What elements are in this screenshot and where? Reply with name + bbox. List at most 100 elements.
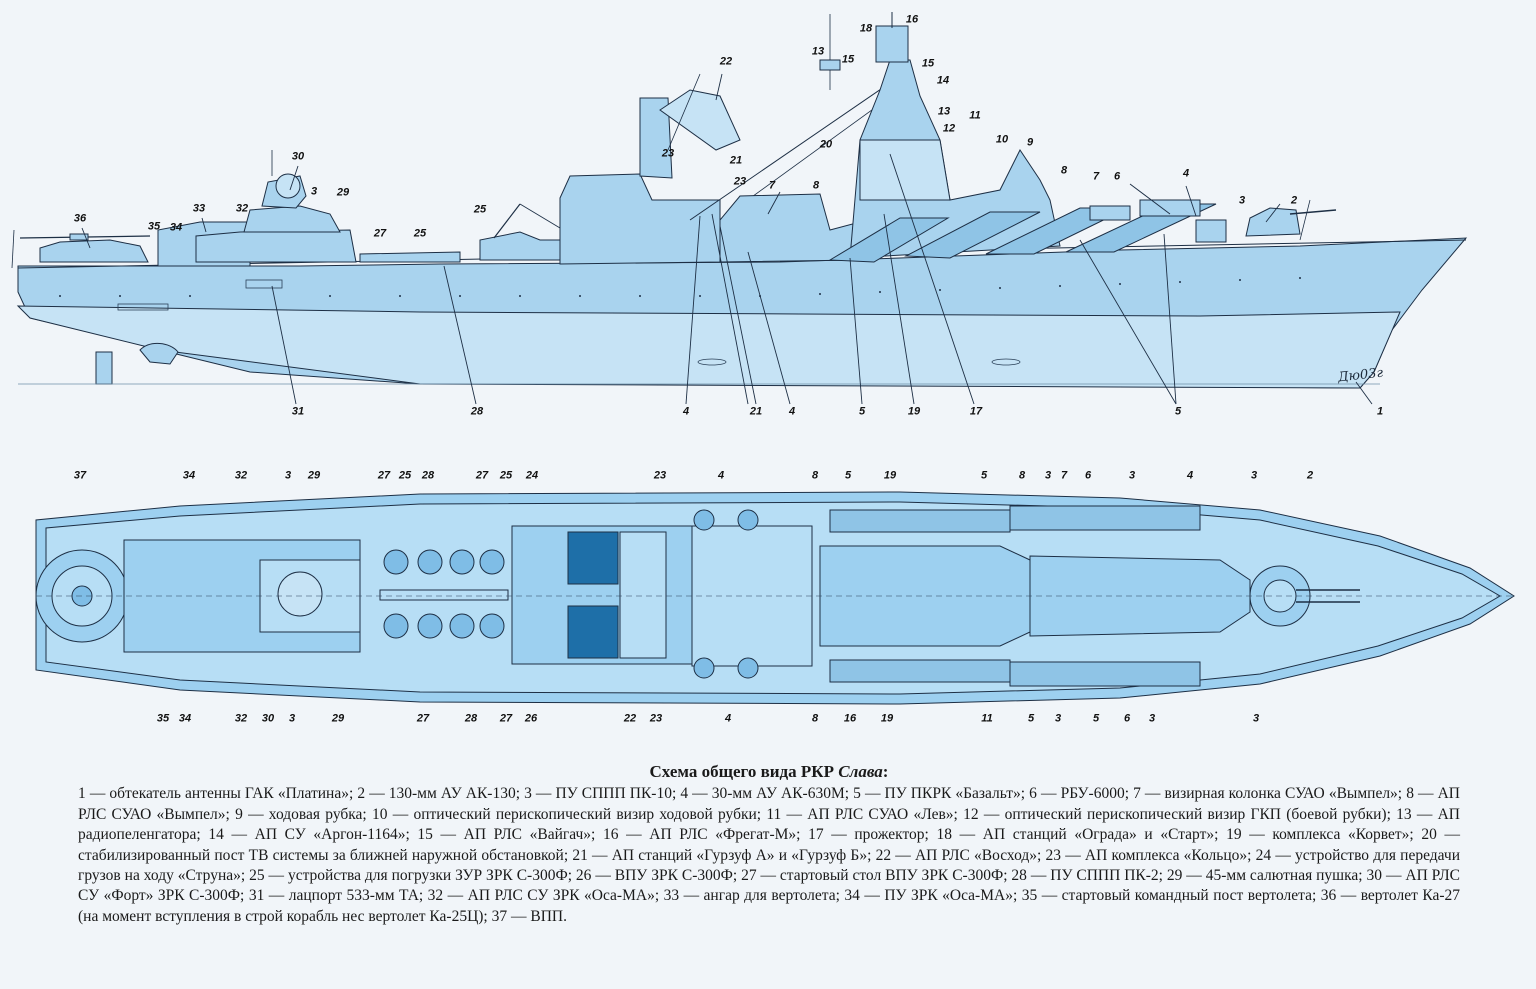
side-callout-7a: 7 — [768, 179, 776, 192]
plan-top-callout-27b: 27 — [475, 469, 489, 482]
side-callout-21b: 21 — [749, 405, 763, 418]
plan-top-callout-8b: 8 — [1018, 469, 1026, 482]
ak130-gun — [1245, 207, 1301, 237]
plan-bottom-callout-5b: 5 — [1092, 712, 1100, 725]
diagram-caption: Схема общего вида РКР Слава: 1 — обтекат… — [78, 762, 1460, 927]
plan-bottom-callout-35: 35 — [156, 712, 170, 725]
side-callout-22: 22 — [719, 55, 733, 68]
side-callout-20: 20 — [819, 138, 833, 151]
plan-bottom-callout-4: 4 — [724, 712, 732, 725]
plan-top-callout-28: 28 — [421, 469, 435, 482]
plan-top-callout-4a: 4 — [717, 469, 725, 482]
side-callout-7b: 7 — [1092, 170, 1100, 183]
side-callout-3b: 3 — [1238, 194, 1246, 207]
plan-top-callout-4b: 4 — [1186, 469, 1194, 482]
plan-top-callout-3b: 3 — [1128, 469, 1136, 482]
side-callout-5b: 5 — [1174, 405, 1182, 418]
side-callout-28: 28 — [470, 405, 484, 418]
side-callout-33: 33 — [192, 202, 206, 215]
plan-bottom-callout-34: 34 — [178, 712, 192, 725]
side-callout-27: 27 — [373, 227, 387, 240]
plan-top-callout-37: 37 — [73, 469, 87, 482]
side-callout-3: 3 — [310, 185, 318, 198]
side-callout-8a: 8 — [812, 179, 820, 192]
caption-title-text: Схема общего вида РКР — [649, 762, 839, 781]
plan-top-callout-6: 6 — [1084, 469, 1092, 482]
plan-top-callout-2: 2 — [1306, 469, 1314, 482]
plan-bazalt — [829, 505, 1201, 687]
plan-top-callout-27a: 27 — [377, 469, 391, 482]
side-callout-10: 10 — [995, 133, 1009, 146]
side-callout-23b: 23 — [733, 175, 747, 188]
side-callout-25a: 25 — [413, 227, 427, 240]
plan-bottom-callout-26: 26 — [524, 712, 538, 725]
side-callout-31: 31 — [291, 405, 305, 418]
side-callout-8b: 8 — [1060, 164, 1068, 177]
caption-ship-name: Слава — [838, 762, 883, 781]
plan-view — [35, 491, 1515, 705]
plan-bottom-callout-28: 28 — [464, 712, 478, 725]
side-callout-30: 30 — [291, 150, 305, 163]
side-callout-12: 12 — [942, 122, 956, 135]
side-callout-23a: 23 — [661, 147, 675, 160]
plan-bottom-callout-29: 29 — [331, 712, 345, 725]
plan-top-callout-34: 34 — [182, 469, 196, 482]
side-leaders — [81, 73, 1373, 405]
side-callout-29: 29 — [336, 186, 350, 199]
side-callout-2: 2 — [1290, 194, 1298, 207]
side-callout-18: 18 — [859, 22, 873, 35]
plan-bottom-callout-27b: 27 — [499, 712, 513, 725]
side-callout-4b: 4 — [682, 405, 690, 418]
plan-bottom-callout-19: 19 — [880, 712, 894, 725]
side-view — [11, 12, 1468, 389]
plan-bottom-callout-3b: 3 — [1148, 712, 1156, 725]
side-callout-5a: 5 — [858, 405, 866, 418]
plan-top-callout-25b: 25 — [499, 469, 513, 482]
helicopter-ka27 — [19, 233, 151, 263]
plan-bottom-callout-22: 22 — [623, 712, 637, 725]
plan-bottom-callout-6: 6 — [1123, 712, 1131, 725]
plan-top-callout-24: 24 — [525, 469, 539, 482]
side-callout-34: 34 — [169, 221, 183, 234]
side-callout-9: 9 — [1026, 136, 1034, 149]
plan-top-callout-8a: 8 — [811, 469, 819, 482]
side-callout-1: 1 — [1376, 405, 1384, 418]
side-callout-14: 14 — [936, 74, 950, 87]
side-callout-25b: 25 — [473, 203, 487, 216]
side-callout-35: 35 — [147, 220, 161, 233]
plan-top-callout-23: 23 — [653, 469, 667, 482]
side-callout-36: 36 — [73, 212, 87, 225]
s300f-launchers — [383, 549, 505, 639]
plan-top-callout-29: 29 — [307, 469, 321, 482]
plan-bottom-callout-30: 30 — [261, 712, 275, 725]
plan-top-callout-7: 7 — [1060, 469, 1068, 482]
plan-bottom-callout-23: 23 — [649, 712, 663, 725]
side-callout-19: 19 — [907, 405, 921, 418]
plan-top-callout-5a: 5 — [844, 469, 852, 482]
plan-bottom-callout-11: 11 — [981, 712, 993, 725]
plan-bottom-callout-3a: 3 — [1054, 712, 1062, 725]
side-callout-11: 11 — [969, 109, 981, 122]
caption-title: Схема общего вида РКР Слава: — [78, 762, 1460, 782]
plan-top-callout-3c: 3 — [1250, 469, 1258, 482]
side-callout-4c: 4 — [788, 405, 796, 418]
side-callout-17: 17 — [969, 405, 983, 418]
side-callout-21: 21 — [729, 154, 743, 167]
plan-bottom-callout-32: 32 — [234, 712, 248, 725]
plan-top-callout-3: 3 — [284, 469, 292, 482]
plan-top-callout-25a: 25 — [398, 469, 412, 482]
caption-legend-text: 1 — обтекатель антенны ГАК «Платина»; 2 … — [78, 785, 1460, 925]
side-callout-13b: 13 — [937, 105, 951, 118]
plan-bottom-callout-5a: 5 — [1027, 712, 1035, 725]
side-callout-4a: 4 — [1182, 167, 1190, 180]
side-callout-16: 16 — [905, 13, 919, 26]
side-callout-6: 6 — [1113, 170, 1121, 183]
plan-top-callout-32: 32 — [234, 469, 248, 482]
side-callout-15b: 15 — [921, 57, 935, 70]
plan-bottom-callout-27a: 27 — [416, 712, 430, 725]
plan-top-callout-5b: 5 — [980, 469, 988, 482]
plan-bottom-callout-8: 8 — [811, 712, 819, 725]
plan-top-callout-19: 19 — [883, 469, 897, 482]
voskhod-mast — [659, 89, 741, 151]
